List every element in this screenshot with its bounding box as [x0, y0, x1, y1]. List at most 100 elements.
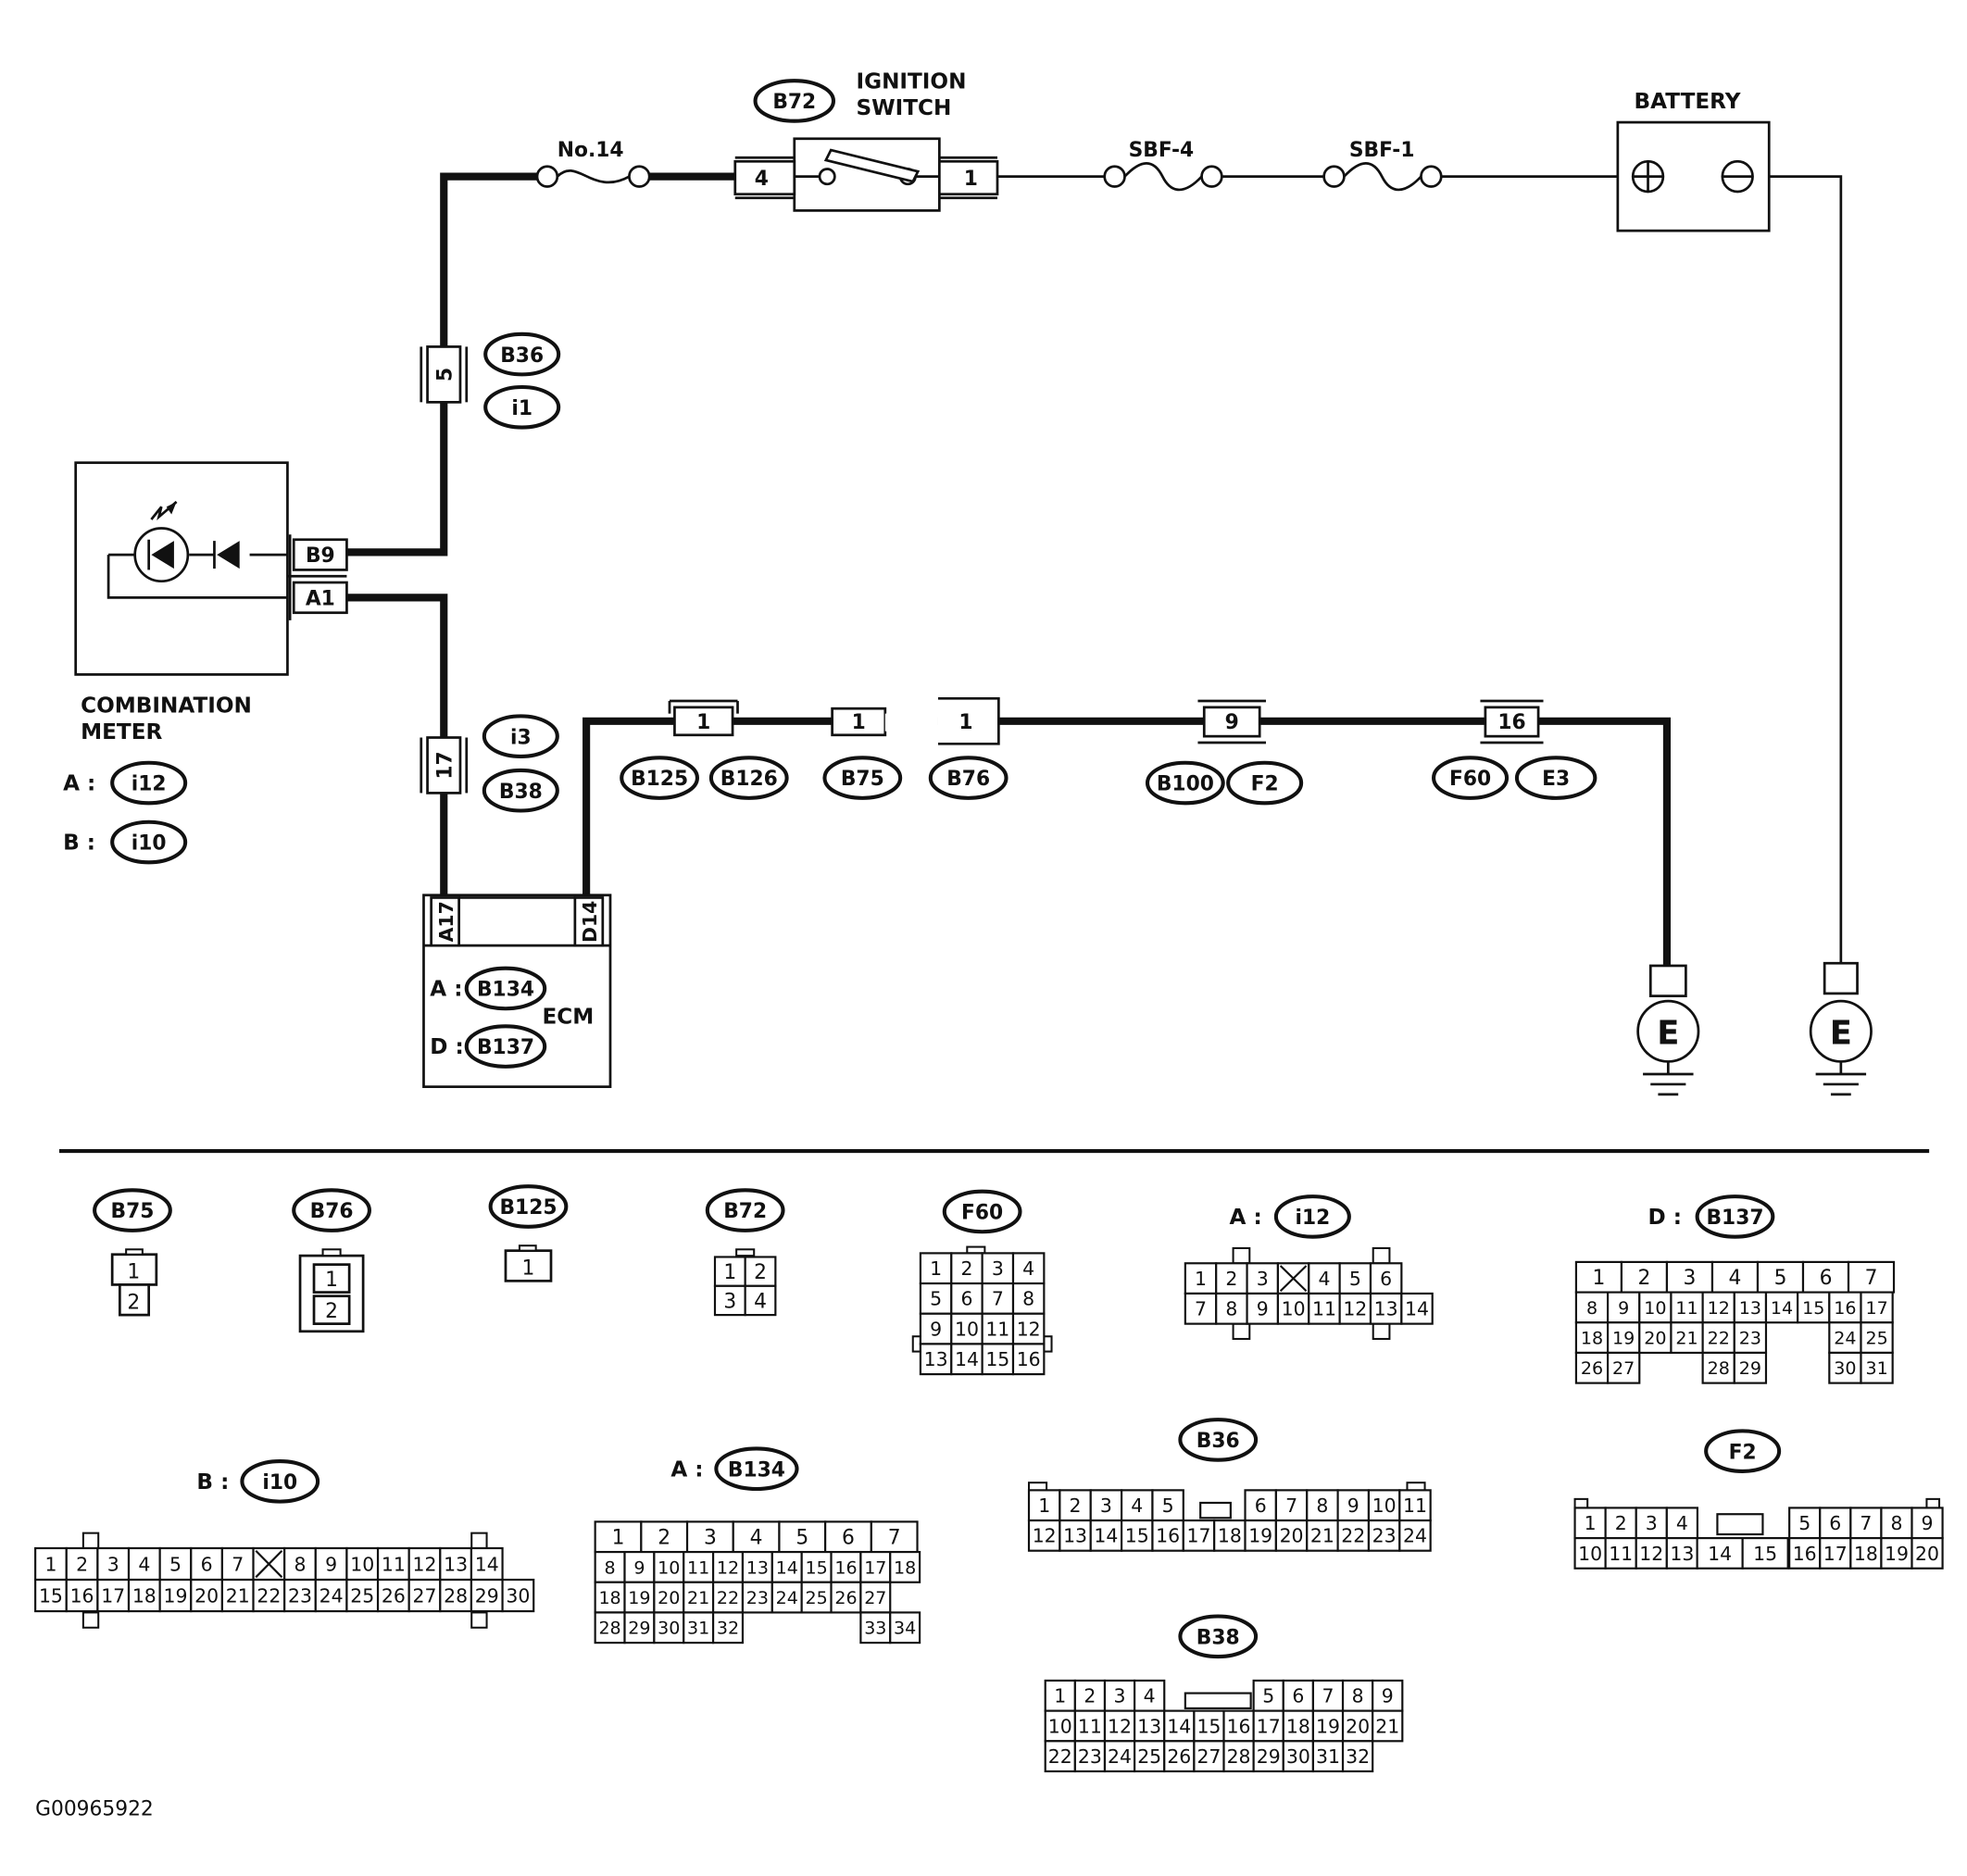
pin-number: 13: [1137, 1715, 1161, 1737]
pin-number: 5: [1798, 1512, 1810, 1534]
pin-number: 5: [1162, 1495, 1174, 1517]
pin-cell: [1911, 1537, 1944, 1570]
pin-cell: [1764, 1291, 1799, 1324]
pin-cell: [1573, 1537, 1607, 1570]
pin-number: 1: [930, 1257, 942, 1280]
joint-b125-pin: 1: [696, 711, 710, 734]
pin-number: 12: [1033, 1525, 1057, 1547]
connector-view-b72-name: B72: [723, 1200, 767, 1223]
pin-cell: [594, 1611, 626, 1645]
pin-number: 12: [1343, 1298, 1367, 1320]
pin-cell: [1193, 1709, 1225, 1743]
pin-number: 24: [776, 1588, 798, 1608]
pin-number: 6: [201, 1553, 213, 1575]
pin-cell: [1847, 1260, 1896, 1294]
pin-number: 15: [1125, 1525, 1149, 1547]
pin-cell: [1134, 1740, 1166, 1773]
pin-cell: [1369, 1292, 1403, 1325]
pin-cell: [1011, 1252, 1046, 1285]
pin-cell: [1400, 1292, 1434, 1325]
pin-number: 19: [163, 1584, 187, 1607]
joint-connector-17: 17 i3 B38: [420, 714, 559, 813]
key-slot: [1184, 1692, 1252, 1709]
pin-number: 24: [319, 1584, 344, 1607]
pin-number: 9: [1618, 1298, 1629, 1319]
ignition-switch-title-1: IGNITION: [856, 69, 966, 94]
pin-number: 28: [598, 1619, 620, 1639]
pin-number: 21: [226, 1584, 250, 1607]
pin-number: 15: [805, 1557, 827, 1578]
pin-number: 4: [1144, 1685, 1156, 1707]
pin-number: 3: [107, 1553, 119, 1575]
fuse-sbf1-label: SBF-1: [1349, 139, 1415, 162]
pin-number: 27: [1612, 1358, 1635, 1379]
pin-number: 4: [1318, 1268, 1330, 1290]
pin-number: 11: [382, 1553, 406, 1575]
pin-cell: [1604, 1537, 1637, 1570]
pin-number: 14: [1405, 1298, 1429, 1320]
joint-b125-conn1: B125: [631, 768, 688, 791]
joint-b76: 1 B76: [928, 696, 1009, 800]
ignition-pin-1: 1: [964, 168, 978, 191]
pin-number: 23: [746, 1588, 769, 1608]
pin-number: 25: [350, 1584, 374, 1607]
connector-view-f2-name: F2: [1729, 1441, 1757, 1464]
pin-cell: [96, 1578, 131, 1613]
pin-number: 17: [1823, 1543, 1848, 1565]
pin-cell: [1311, 1709, 1345, 1743]
connector-view-i10-name: i10: [262, 1471, 297, 1495]
pin-number: 8: [1316, 1495, 1328, 1517]
pin-number: 20: [1915, 1543, 1939, 1565]
joint-16-pin: 16: [1497, 711, 1525, 734]
pin-number: 16: [1834, 1298, 1856, 1319]
key-slot: [1716, 1513, 1764, 1536]
pin-cell: [1306, 1519, 1339, 1552]
pin-number: 1: [1054, 1685, 1066, 1707]
pin-number: 10: [1644, 1298, 1666, 1319]
wire-battery-ground: [1767, 175, 1843, 966]
joint-b75-conn: B75: [841, 768, 884, 791]
pin-number: 11: [1078, 1715, 1102, 1737]
pin-cell: [713, 1256, 746, 1287]
pin-number: 1: [612, 1527, 625, 1550]
pin-number: 23: [1372, 1525, 1397, 1547]
pin-number: 10: [1578, 1543, 1602, 1565]
svg-text:2: 2: [127, 1291, 140, 1314]
connector-view-b76: B76 1 2: [292, 1188, 371, 1333]
ecm-title: ECM: [542, 1006, 594, 1030]
pin-number: 18: [132, 1584, 157, 1607]
pin-number: 4: [1676, 1512, 1688, 1534]
pin-cell: [713, 1284, 746, 1317]
key-slot: [1199, 1501, 1232, 1520]
pin-number: 2: [1084, 1685, 1096, 1707]
pin-cell: [1733, 1351, 1768, 1384]
pin-number: 10: [1282, 1298, 1306, 1320]
pin-number: 2: [1225, 1268, 1237, 1290]
pin-number: 18: [1854, 1543, 1878, 1565]
pin-cell: [127, 1546, 161, 1582]
pin-number: 20: [1280, 1525, 1304, 1547]
joint-17-conn1: i3: [510, 726, 532, 749]
joint-9: 9 B100 F2: [1145, 699, 1304, 806]
pin-number: 23: [288, 1584, 312, 1607]
ecm: A17 D14 A : B134 ECM D : B137: [422, 894, 612, 1089]
connector-view-b36-name: B36: [1196, 1430, 1240, 1453]
pin-number: 23: [1078, 1745, 1102, 1768]
pin-cell: [252, 1578, 286, 1613]
pin-cell: [889, 1611, 921, 1645]
battery-title: BATTERY: [1635, 90, 1741, 114]
pin-number: 21: [687, 1588, 709, 1608]
pin-number: 8: [605, 1557, 616, 1578]
pin-cell: [314, 1578, 348, 1613]
pin-number: 11: [687, 1557, 709, 1578]
pin-number: 9: [1257, 1298, 1269, 1320]
meter-conn-a-prefix: A :: [63, 772, 95, 796]
ecm-conn-d-prefix: D :: [430, 1035, 464, 1059]
pin-number: 33: [864, 1619, 886, 1639]
pin-number: 32: [1346, 1745, 1370, 1768]
ground-battery: E: [1809, 961, 1873, 1096]
pin-number: 29: [1739, 1358, 1761, 1379]
